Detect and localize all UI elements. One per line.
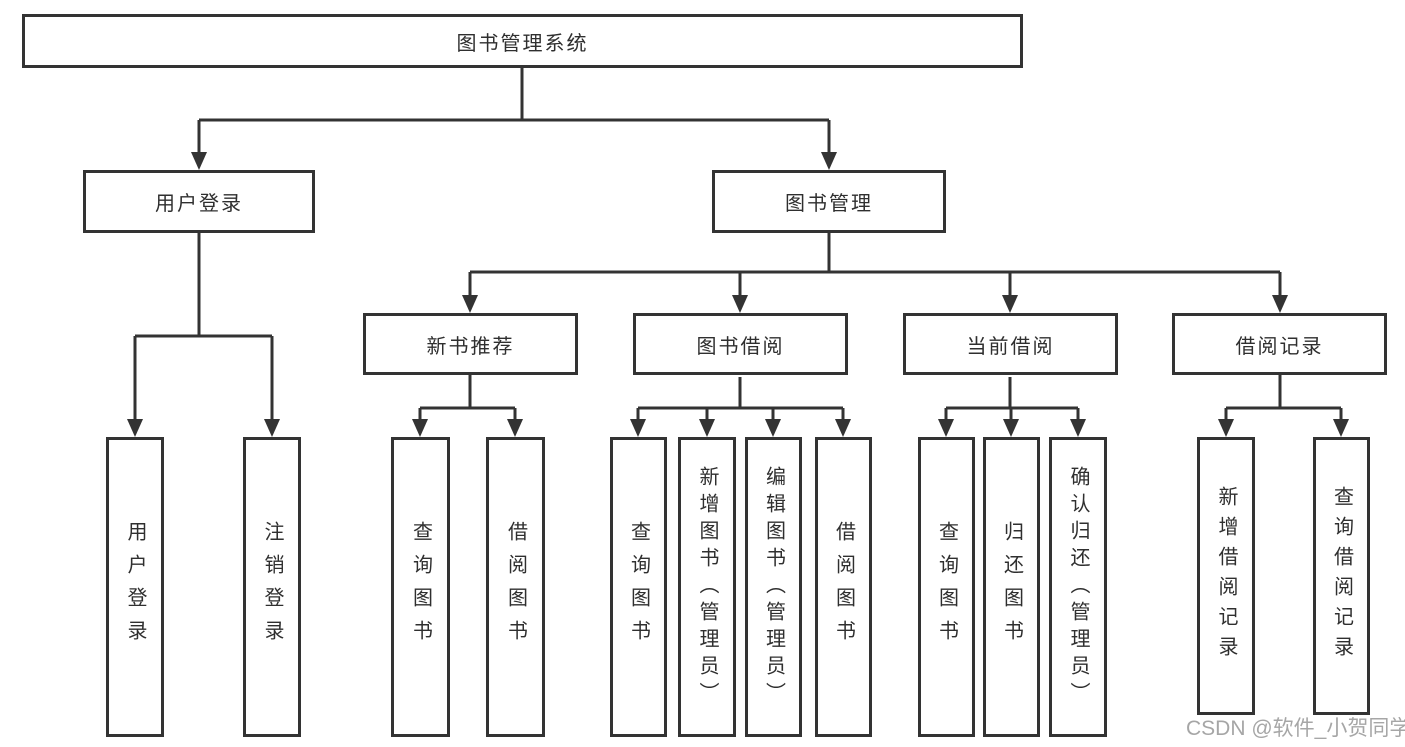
leaf-return-books: 归还图书 <box>983 437 1040 737</box>
leaf-add-borrow-record: 新增借阅记录 <box>1197 437 1255 715</box>
leaf-confirm-return-admin: 确认归还（管理员） <box>1049 437 1107 737</box>
leaf-add-books-admin-label: 新增图书（管理员） <box>696 465 718 709</box>
connector-user-login-branch <box>127 233 280 437</box>
leaf-edit-books-admin-label: 编辑图书（管理员） <box>762 465 785 709</box>
connector-new-book-rec-branch <box>412 375 523 437</box>
leaf-borrow-query-books: 查询图书 <box>610 437 667 737</box>
node-user-login: 用户登录 <box>83 170 315 233</box>
leaf-rec-borrow-books: 借阅图书 <box>486 437 545 737</box>
node-book-management: 图书管理 <box>712 170 946 233</box>
leaf-current-query-books: 查询图书 <box>918 437 975 737</box>
leaf-logout: 注销登录 <box>243 437 301 737</box>
connector-current-borrow-branch <box>938 377 1086 437</box>
leaf-logout-label: 注销登录 <box>261 521 283 653</box>
leaf-current-query-books-label: 查询图书 <box>935 521 958 653</box>
leaf-user-login-label: 用户登录 <box>124 521 146 653</box>
leaf-borrow-query-books-label: 查询图书 <box>627 521 650 653</box>
csdn-watermark: CSDN @软件_小贺同学 <box>1186 717 1405 740</box>
leaf-rec-borrow-books-label: 借阅图书 <box>504 521 527 653</box>
connector-book-mgmt-branch <box>462 233 1288 313</box>
node-library-management-system: 图书管理系统 <box>22 14 1023 68</box>
leaf-rec-query-books: 查询图书 <box>391 437 450 737</box>
node-borrowing-records: 借阅记录 <box>1172 313 1387 375</box>
connector-root-to-level2 <box>191 68 837 170</box>
leaf-borrow-books-label: 借阅图书 <box>832 521 855 653</box>
leaf-edit-books-admin: 编辑图书（管理员） <box>745 437 802 737</box>
node-current-borrowing: 当前借阅 <box>903 313 1118 375</box>
leaf-confirm-return-admin-label: 确认归还（管理员） <box>1067 465 1089 709</box>
connector-borrow-record-branch <box>1218 375 1349 437</box>
leaf-add-borrow-record-label: 新增借阅记录 <box>1215 486 1237 666</box>
leaf-rec-query-books-label: 查询图书 <box>409 521 432 653</box>
leaf-return-books-label: 归还图书 <box>1000 521 1023 653</box>
leaf-borrow-books: 借阅图书 <box>815 437 872 737</box>
connector-book-borrow-branch <box>630 377 851 437</box>
node-new-book-recommend: 新书推荐 <box>363 313 578 375</box>
leaf-add-books-admin: 新增图书（管理员） <box>678 437 736 737</box>
leaf-query-borrow-record: 查询借阅记录 <box>1313 437 1370 715</box>
node-book-borrowing: 图书借阅 <box>633 313 848 375</box>
leaf-query-borrow-record-label: 查询借阅记录 <box>1330 486 1353 666</box>
leaf-user-login: 用户登录 <box>106 437 164 737</box>
